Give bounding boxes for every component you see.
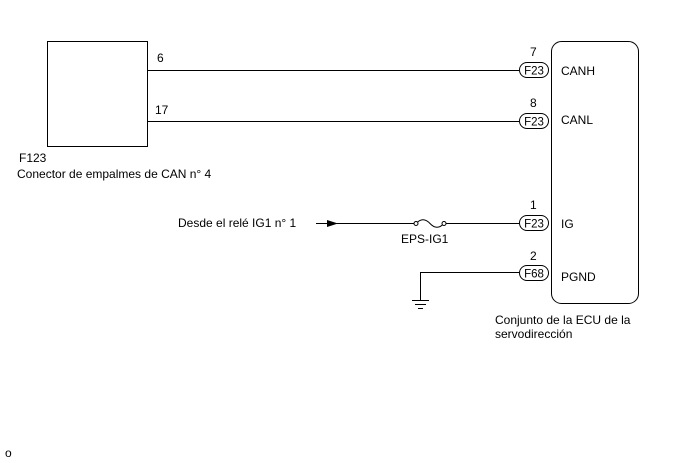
pin-canl: 8 bbox=[530, 96, 537, 110]
signal-pgnd: PGND bbox=[561, 270, 596, 284]
splice-pin-17: 17 bbox=[155, 103, 169, 117]
pin-ig: 1 bbox=[530, 198, 537, 212]
signal-canh: CANH bbox=[561, 64, 595, 78]
splice-connector-box bbox=[47, 41, 148, 147]
signal-ig: IG bbox=[561, 217, 574, 231]
ground-icon bbox=[412, 300, 429, 309]
splice-connector-id: F123 bbox=[19, 151, 47, 165]
splice-pin-6: 6 bbox=[157, 51, 164, 65]
footer-mark: o bbox=[5, 446, 12, 460]
ecu-box bbox=[551, 41, 639, 304]
arrow-icon bbox=[327, 220, 338, 227]
splice-connector-name: Conector de empalmes de CAN n° 4 bbox=[17, 167, 212, 181]
fuse-label: EPS-IG1 bbox=[401, 232, 449, 246]
connector-tag-canl bbox=[519, 113, 549, 129]
fuse-terminal-right bbox=[441, 221, 447, 226]
fuse-terminal-left bbox=[413, 221, 419, 226]
pin-canh: 7 bbox=[530, 45, 537, 59]
pin-pgnd: 2 bbox=[530, 249, 537, 263]
signal-canl: CANL bbox=[561, 113, 593, 127]
source-label: Desde el relé IG1 n° 1 bbox=[178, 216, 297, 230]
connector-tag-ig bbox=[519, 215, 549, 231]
connector-canl: F23 bbox=[524, 117, 544, 129]
connector-ig: F23 bbox=[524, 219, 544, 231]
connector-tag-canh bbox=[519, 62, 549, 78]
connector-tag-pgnd bbox=[519, 265, 549, 281]
connector-canh: F23 bbox=[524, 66, 544, 78]
ecu-name-line2: servodirección bbox=[495, 327, 572, 341]
connector-pgnd: F68 bbox=[524, 269, 544, 281]
fuse-icon bbox=[415, 219, 445, 228]
ecu-name-line1: Conjunto de la ECU de la bbox=[495, 313, 631, 327]
